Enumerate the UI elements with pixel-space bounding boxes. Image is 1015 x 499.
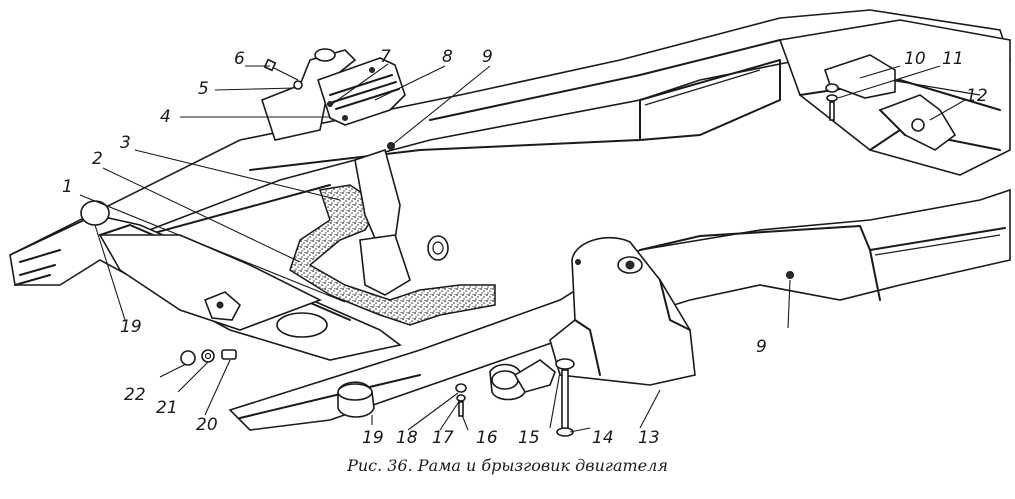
callout-1: 1	[62, 177, 73, 197]
callout-6: 6	[234, 49, 245, 69]
callout-19-front: 19	[362, 428, 384, 448]
callout-9-lower: 9	[756, 337, 767, 357]
callout-5: 5	[198, 79, 209, 99]
callout-13: 13	[638, 428, 660, 448]
callout-9-upper: 9	[482, 47, 493, 67]
callout-7: 7	[380, 47, 391, 67]
callout-15: 15	[518, 428, 540, 448]
callout-3: 3	[120, 133, 131, 153]
splash-shield	[289, 184, 496, 326]
callout-2: 2	[92, 149, 103, 169]
rear-right-bracket	[823, 54, 957, 151]
callout-4: 4	[160, 107, 171, 127]
front-cross-member	[9, 214, 402, 361]
callout-10: 10	[904, 49, 926, 69]
figure-caption: Рис. 36. Рама и брызговик двигателя	[347, 456, 668, 475]
fastener-set-20-22	[180, 349, 237, 366]
bump-stop-front	[337, 381, 375, 418]
center-mount-bracket	[354, 148, 449, 296]
callout-19-left: 19	[120, 317, 142, 337]
hole-9-lower	[786, 271, 794, 279]
callout-12: 12	[966, 86, 988, 106]
front-mount-bracket	[455, 236, 696, 437]
callout-8: 8	[442, 47, 453, 67]
callout-14: 14	[592, 428, 614, 448]
callout-20: 20	[196, 415, 218, 435]
callout-18: 18	[396, 428, 418, 448]
leader-lines	[79, 63, 966, 433]
callout-22: 22	[124, 385, 146, 405]
callout-16: 16	[476, 428, 498, 448]
callouts: 1 2 3 4 5 6 7 8 9 9 10 11 12 13 14 15 16…	[62, 47, 988, 448]
callout-11: 11	[942, 49, 964, 69]
callout-17: 17	[432, 428, 454, 448]
callout-21: 21	[156, 398, 178, 418]
